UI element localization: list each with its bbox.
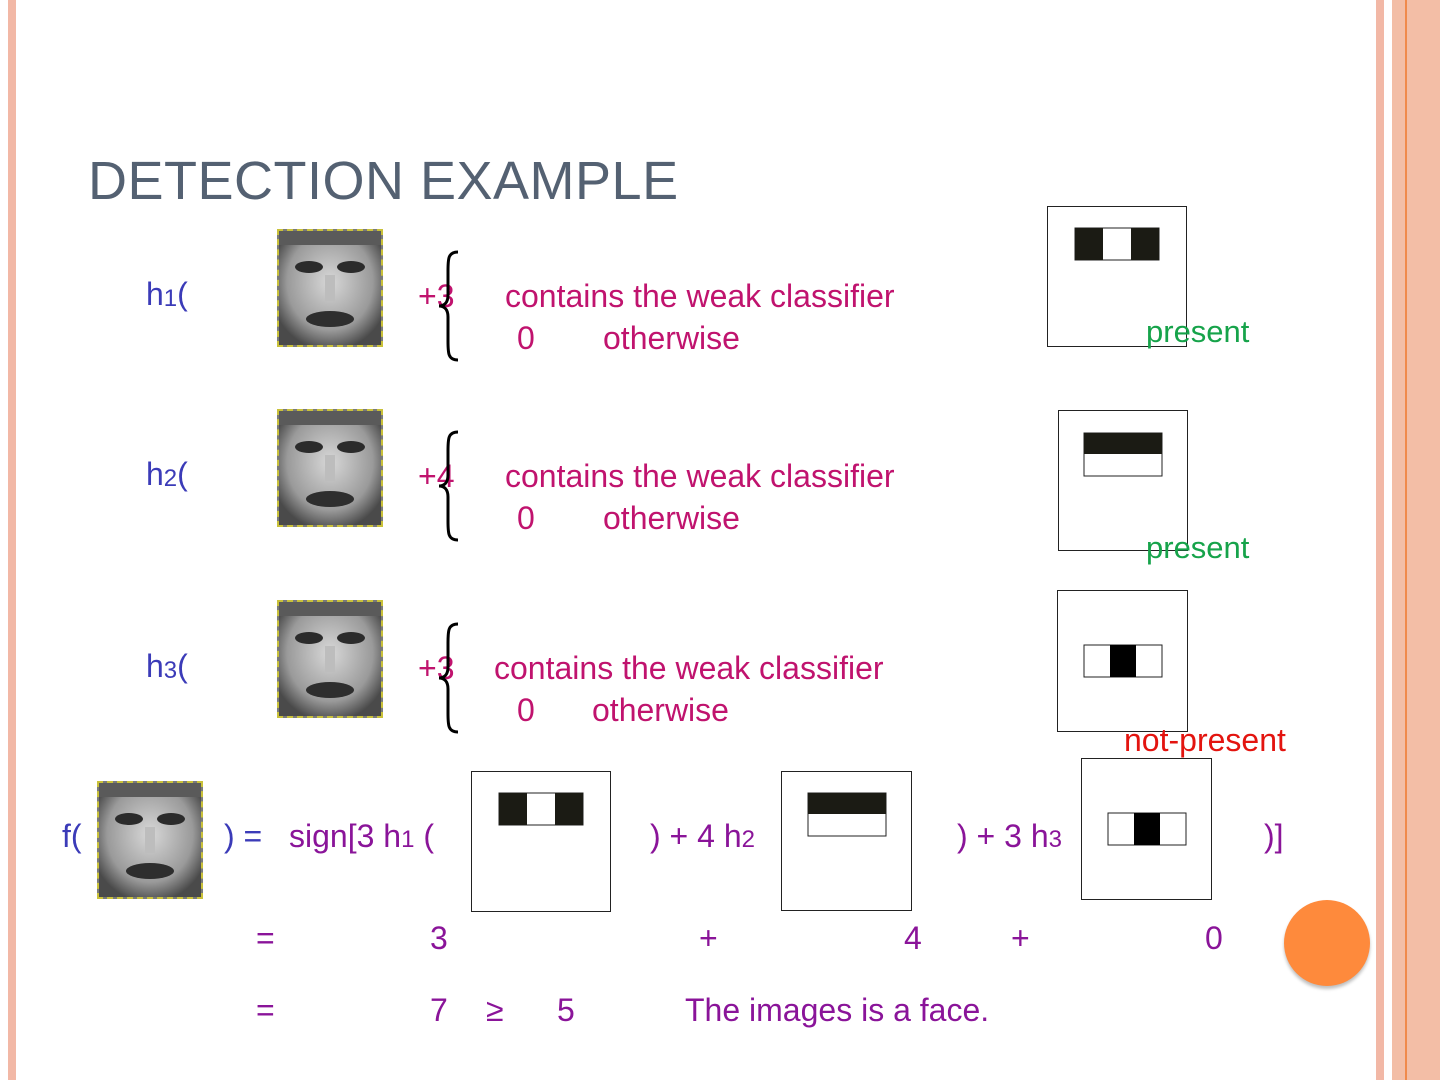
orange-circle-decoration	[1284, 900, 1370, 986]
h2-otherwise: otherwise	[603, 500, 740, 536]
formula-f-open: f(	[62, 818, 82, 854]
result-term-b: 4	[904, 920, 922, 956]
h1-status: present	[1146, 314, 1250, 349]
h3-otherwise: otherwise	[592, 692, 729, 728]
formula-sign-term: sign[3 h1 (	[289, 818, 434, 854]
h3-status: not-present	[1124, 722, 1286, 758]
slide-title: DETECTION EXAMPLE	[88, 151, 679, 211]
formula-plus-3h3: ) + 3 h3	[957, 818, 1062, 854]
result-geq: ≥	[486, 992, 504, 1028]
h2-label: h2(	[146, 456, 188, 492]
h1-otherwise: otherwise	[603, 320, 740, 356]
left-border-stripe	[8, 0, 16, 1080]
face-image	[277, 600, 383, 718]
result-term-a: 3	[430, 920, 448, 956]
h1-zero: 0	[517, 320, 535, 356]
feature-box-3	[1057, 590, 1188, 732]
h2-zero: 0	[517, 500, 535, 536]
right-border-line	[1405, 0, 1407, 1080]
feature-box-2	[1058, 410, 1188, 551]
result-term-c: 0	[1205, 920, 1223, 956]
result-plus-2: +	[1011, 920, 1030, 956]
h2-brace	[438, 430, 459, 542]
h2-phrase: contains the weak classifier	[505, 458, 895, 494]
result-threshold: 5	[557, 992, 575, 1028]
h3-brace	[438, 622, 459, 734]
formula-equals: ) =	[224, 818, 263, 854]
h3-phrase: contains the weak classifier	[494, 650, 884, 686]
formula-plus-4h2: ) + 4 h2	[650, 818, 755, 854]
result-equals-2: =	[256, 992, 275, 1028]
h1-brace	[438, 250, 459, 362]
feature-box-1	[1047, 206, 1187, 347]
right-border-outer-stripe	[1392, 0, 1440, 1080]
h1-label: h1(	[146, 276, 188, 312]
face-image	[97, 781, 203, 899]
h1-phrase: contains the weak classifier	[505, 278, 895, 314]
formula-feature-box-1	[471, 771, 611, 912]
result-conclusion: The images is a face.	[685, 992, 990, 1028]
result-plus-1: +	[699, 920, 718, 956]
right-border-inner-stripe	[1376, 0, 1384, 1080]
h2-status: present	[1146, 530, 1250, 565]
h3-label: h3(	[146, 648, 188, 684]
face-image	[277, 409, 383, 527]
h3-zero: 0	[517, 692, 535, 728]
formula-feature-box-3	[1081, 758, 1212, 900]
face-image	[277, 229, 383, 347]
result-sum: 7	[430, 992, 448, 1028]
formula-close: )]	[1264, 818, 1284, 854]
formula-feature-box-2	[781, 771, 912, 911]
result-equals-1: =	[256, 920, 275, 956]
